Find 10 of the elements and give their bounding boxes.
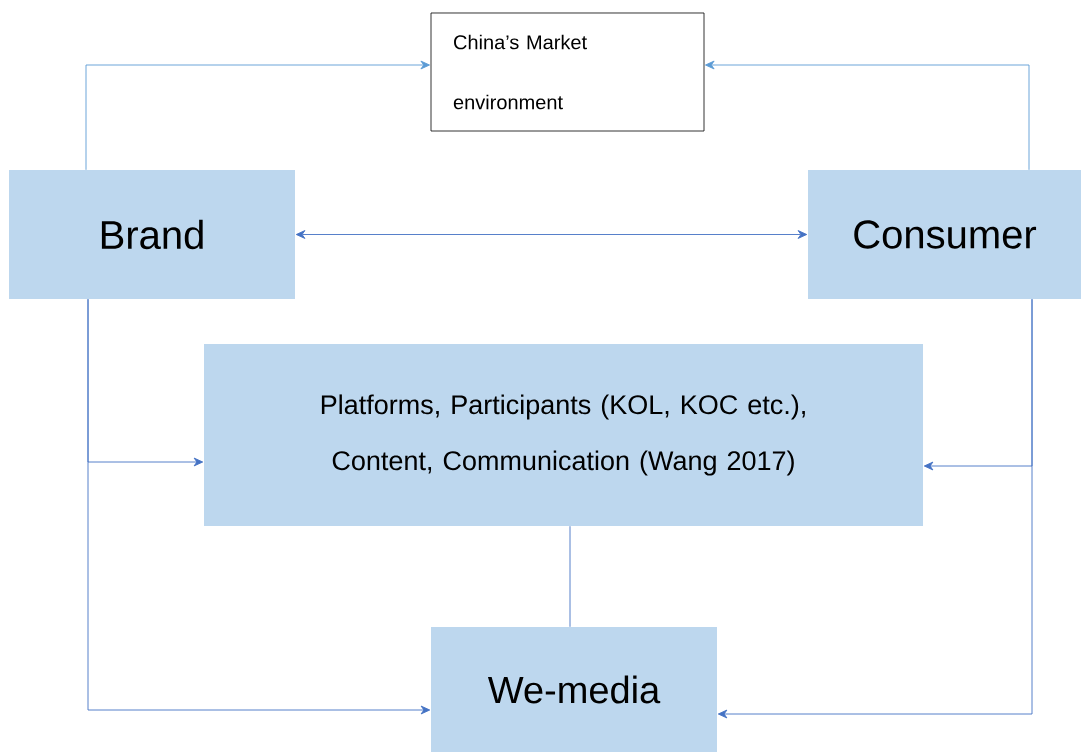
arrow <box>85 60 430 171</box>
arrow <box>705 60 1030 171</box>
arrow <box>87 298 431 715</box>
arrow <box>295 230 808 239</box>
process-box: We-media <box>431 627 717 752</box>
arrow <box>717 298 1033 719</box>
text-box: China’s Market environment <box>430 12 705 132</box>
process-box: Platforms, Participants (KOL, KOC etc.), Content, Communication (Wang 2017) <box>204 344 923 526</box>
process-box: Consumer <box>808 170 1081 299</box>
process-box: Brand <box>9 170 295 299</box>
